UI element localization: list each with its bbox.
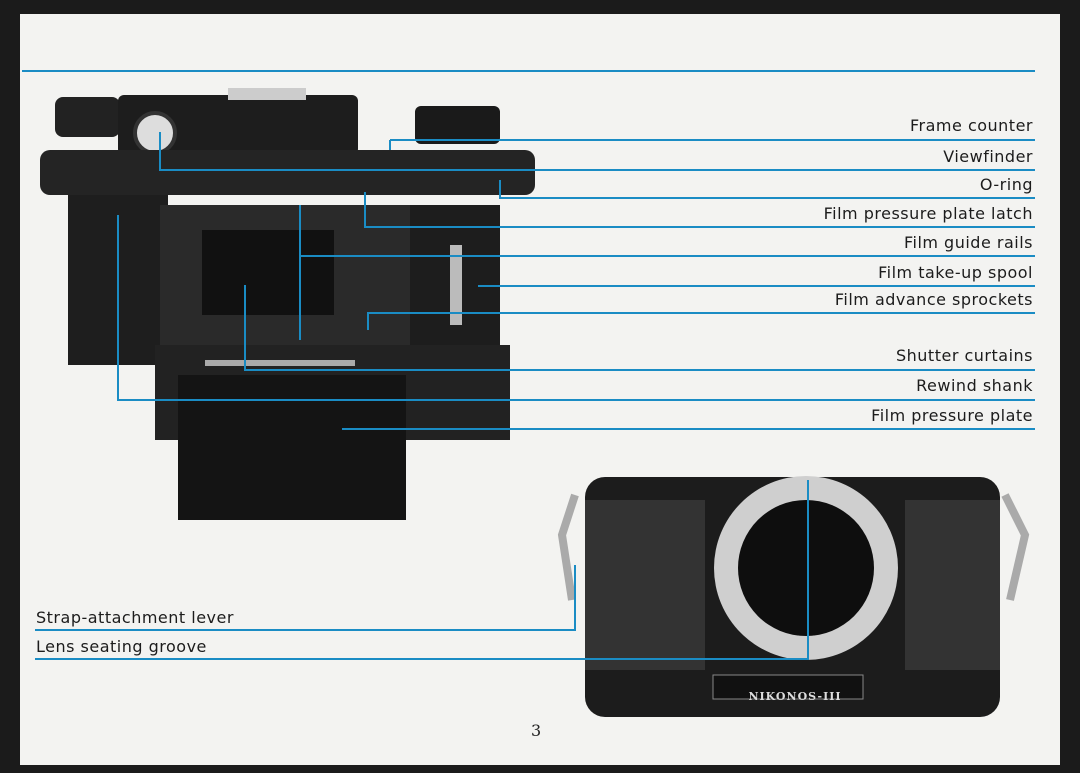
label-frame-counter: Frame counter — [910, 116, 1033, 135]
camera-front-view — [557, 476, 1030, 717]
label-strap-attachment-lever: Strap-attachment lever — [36, 608, 234, 627]
camera-illustrations — [22, 70, 1035, 717]
label-film-pressure-plate-latch: Film pressure plate latch — [823, 204, 1033, 223]
label-lens-seating-groove: Lens seating groove — [36, 637, 207, 656]
label-film-advance-sprockets: Film advance sprockets — [834, 290, 1033, 309]
label-o-ring: O-ring — [979, 175, 1033, 194]
label-shutter-curtains: Shutter curtains — [895, 346, 1033, 365]
label-rewind-shank: Rewind shank — [916, 376, 1033, 395]
label-film-guide-rails: Film guide rails — [903, 233, 1033, 252]
leader-lines — [22, 70, 1035, 660]
manual-page: Frame counter Viewfinder O-ring Film pre… — [20, 14, 1060, 765]
label-viewfinder: Viewfinder — [943, 147, 1033, 166]
label-film-take-up-spool: Film take-up spool — [878, 263, 1033, 282]
label-film-pressure-plate: Film pressure plate — [871, 406, 1033, 425]
camera-nameplate: NIKONOS-III — [748, 690, 842, 703]
camera-back-view — [40, 88, 535, 520]
page-number: 3 — [531, 721, 542, 740]
